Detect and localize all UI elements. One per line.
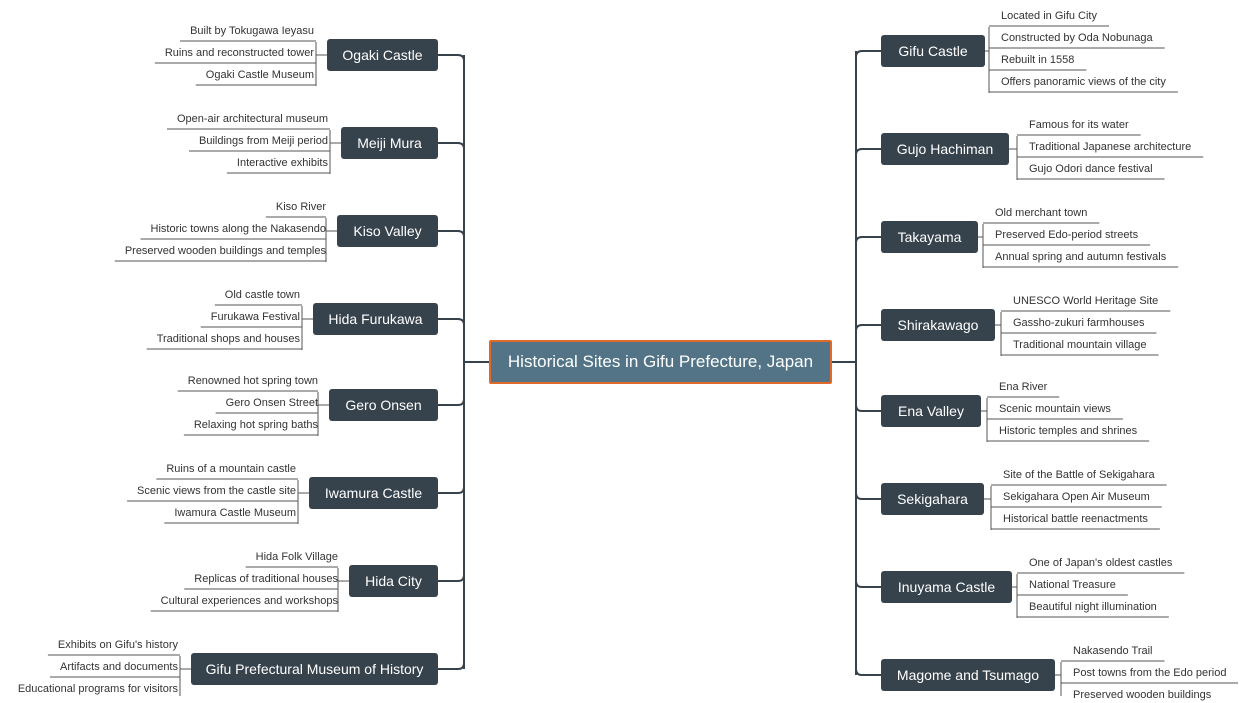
topic-iwamura-castle[interactable]: Iwamura Castle xyxy=(309,477,438,509)
subtopic-one-of-japan-s-oldest-castles[interactable]: One of Japan's oldest castles xyxy=(1029,557,1173,569)
subtopic-preserved-wooden-buildings-and-temples[interactable]: Preserved wooden buildings and temples xyxy=(124,245,326,257)
topic-ogaki-castle[interactable]: Ogaki Castle xyxy=(327,39,438,71)
subtopic-old-castle-town[interactable]: Old castle town xyxy=(224,289,300,301)
subtopic-gujo-odori-dance-festival[interactable]: Gujo Odori dance festival xyxy=(1029,163,1153,175)
subtopic-sekigahara-open-air-museum[interactable]: Sekigahara Open Air Museum xyxy=(1003,491,1150,503)
subtopic-scenic-views-from-the-castle-site[interactable]: Scenic views from the castle site xyxy=(137,485,296,497)
topic-hida-furukawa[interactable]: Hida Furukawa xyxy=(313,303,438,335)
subtopic-annual-spring-and-autumn-festivals[interactable]: Annual spring and autumn festivals xyxy=(995,251,1167,263)
subtopic-furukawa-festival[interactable]: Furukawa Festival xyxy=(210,311,300,323)
subtopic-located-in-gifu-city[interactable]: Located in Gifu City xyxy=(1001,10,1097,22)
subtopic-ena-river[interactable]: Ena River xyxy=(999,381,1048,393)
subtopic-preserved-edo-period-streets[interactable]: Preserved Edo-period streets xyxy=(995,229,1139,241)
central-topic[interactable]: Historical Sites in Gifu Prefecture, Jap… xyxy=(489,340,832,384)
subtopic-beautiful-night-illumination[interactable]: Beautiful night illumination xyxy=(1029,601,1157,613)
topic-hida-city[interactable]: Hida City xyxy=(349,565,438,597)
topic-gifu-prefectural-museum-of-history[interactable]: Gifu Prefectural Museum of History xyxy=(191,653,438,685)
subtopic-traditional-mountain-village[interactable]: Traditional mountain village xyxy=(1013,339,1147,351)
subtopic-constructed-by-oda-nobunaga[interactable]: Constructed by Oda Nobunaga xyxy=(1001,32,1153,44)
subtopic-traditional-japanese-architecture[interactable]: Traditional Japanese architecture xyxy=(1029,141,1192,153)
subtopic-national-treasure[interactable]: National Treasure xyxy=(1029,579,1116,591)
subtopic-built-by-tokugawa-ieyasu[interactable]: Built by Tokugawa Ieyasu xyxy=(190,25,314,37)
subtopic-relaxing-hot-spring-baths[interactable]: Relaxing hot spring baths xyxy=(193,419,318,431)
subtopic-iwamura-castle-museum[interactable]: Iwamura Castle Museum xyxy=(174,507,296,519)
subtopic-unesco-world-heritage-site[interactable]: UNESCO World Heritage Site xyxy=(1013,295,1159,307)
subtopic-old-merchant-town[interactable]: Old merchant town xyxy=(995,207,1088,219)
subtopic-interactive-exhibits[interactable]: Interactive exhibits xyxy=(236,157,328,169)
subtopic-post-towns-from-the-edo-period[interactable]: Post towns from the Edo period xyxy=(1073,667,1227,679)
subtopic-buildings-from-meiji-period[interactable]: Buildings from Meiji period xyxy=(199,135,328,147)
subtopic-exhibits-on-gifu-s-history[interactable]: Exhibits on Gifu's history xyxy=(57,639,178,651)
subtopic-hida-folk-village[interactable]: Hida Folk Village xyxy=(255,551,338,563)
subtopic-ruins-and-reconstructed-tower[interactable]: Ruins and reconstructed tower xyxy=(164,47,314,59)
subtopic-traditional-shops-and-houses[interactable]: Traditional shops and houses xyxy=(156,333,300,345)
topic-sekigahara[interactable]: Sekigahara xyxy=(881,483,984,515)
topic-kiso-valley[interactable]: Kiso Valley xyxy=(337,215,438,247)
subtopic-historic-towns-along-the-nakasendo[interactable]: Historic towns along the Nakasendo xyxy=(150,223,326,235)
topic-gifu-castle[interactable]: Gifu Castle xyxy=(881,35,985,67)
subtopic-educational-programs-for-visitors[interactable]: Educational programs for visitors xyxy=(17,683,178,695)
topic-magome-and-tsumago[interactable]: Magome and Tsumago xyxy=(881,659,1055,691)
subtopic-cultural-experiences-and-workshops[interactable]: Cultural experiences and workshops xyxy=(160,595,338,607)
subtopic-open-air-architectural-museum[interactable]: Open-air architectural museum xyxy=(176,113,328,125)
subtopic-ogaki-castle-museum[interactable]: Ogaki Castle Museum xyxy=(205,69,314,81)
subtopic-historic-temples-and-shrines[interactable]: Historic temples and shrines xyxy=(999,425,1138,437)
subtopic-preserved-wooden-buildings[interactable]: Preserved wooden buildings xyxy=(1073,689,1212,701)
subtopic-famous-for-its-water[interactable]: Famous for its water xyxy=(1029,119,1129,131)
subtopic-gassho-zukuri-farmhouses[interactable]: Gassho-zukuri farmhouses xyxy=(1013,317,1145,329)
subtopic-nakasendo-trail[interactable]: Nakasendo Trail xyxy=(1073,645,1153,657)
subtopic-rebuilt-in-1558[interactable]: Rebuilt in 1558 xyxy=(1001,54,1075,66)
subtopic-renowned-hot-spring-town[interactable]: Renowned hot spring town xyxy=(187,375,318,387)
topic-gujo-hachiman[interactable]: Gujo Hachiman xyxy=(881,133,1009,165)
subtopic-replicas-of-traditional-houses[interactable]: Replicas of traditional houses xyxy=(194,573,338,585)
topic-inuyama-castle[interactable]: Inuyama Castle xyxy=(881,571,1012,603)
topic-shirakawago[interactable]: Shirakawago xyxy=(881,309,995,341)
subtopic-gero-onsen-street[interactable]: Gero Onsen Street xyxy=(225,397,318,409)
subtopic-offers-panoramic-views-of-the-city[interactable]: Offers panoramic views of the city xyxy=(1001,76,1166,88)
subtopic-historical-battle-reenactments[interactable]: Historical battle reenactments xyxy=(1003,513,1148,525)
subtopic-scenic-mountain-views[interactable]: Scenic mountain views xyxy=(999,403,1111,415)
topic-ena-valley[interactable]: Ena Valley xyxy=(881,395,981,427)
topic-gero-onsen[interactable]: Gero Onsen xyxy=(329,389,438,421)
topic-takayama[interactable]: Takayama xyxy=(881,221,978,253)
subtopic-site-of-the-battle-of-sekigahara[interactable]: Site of the Battle of Sekigahara xyxy=(1003,469,1155,481)
subtopic-kiso-river[interactable]: Kiso River xyxy=(275,201,326,213)
topic-meiji-mura[interactable]: Meiji Mura xyxy=(341,127,438,159)
subtopic-ruins-of-a-mountain-castle[interactable]: Ruins of a mountain castle xyxy=(166,463,296,475)
subtopic-artifacts-and-documents[interactable]: Artifacts and documents xyxy=(59,661,178,673)
